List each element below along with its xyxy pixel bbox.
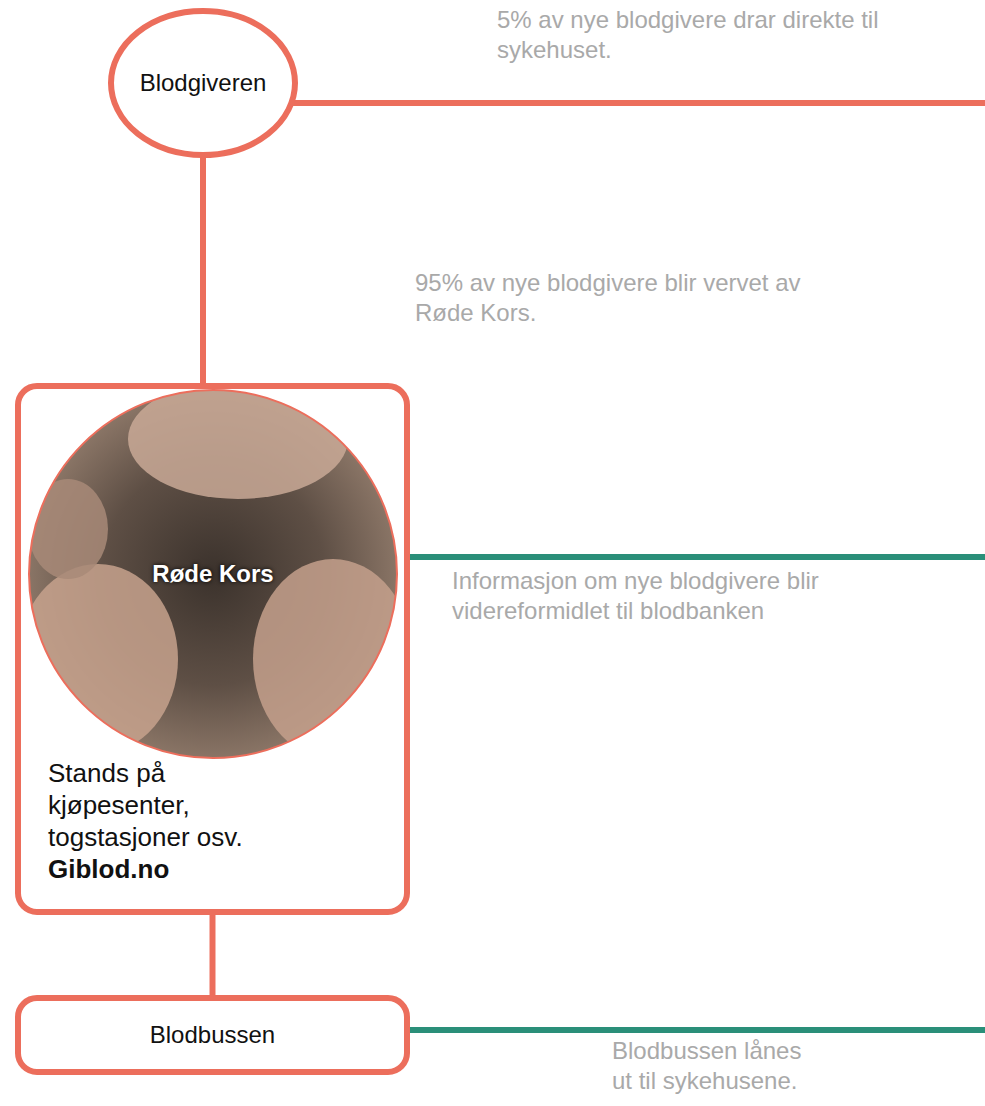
connector-line <box>200 155 206 386</box>
loan-line <box>405 1027 985 1033</box>
node-label: Blodgiveren <box>140 69 267 97</box>
organisation-box: Stands på kjøpesenter, togstasjoner osv.… <box>15 383 410 915</box>
circle-outline <box>29 390 397 758</box>
ellipse-outline <box>111 11 295 155</box>
face-shape <box>253 559 413 759</box>
node-label: Blodbussen <box>150 1021 275 1049</box>
info-line <box>405 554 985 560</box>
photo-title: Røde Kors <box>152 560 273 588</box>
direct-line <box>290 100 985 106</box>
donor-ellipse: Blodgiveren <box>108 8 298 158</box>
face-shape <box>18 564 178 754</box>
note-text: 5% av nye blodgivere drar direkte til sy… <box>497 5 917 65</box>
note-text: Informasjon om nye blodgivere blir vider… <box>452 566 892 626</box>
bus-box: Blodbussen <box>15 995 410 1075</box>
link-text: Giblod.no <box>48 853 308 885</box>
photo-circle: Røde Kors <box>28 389 398 759</box>
connector-line <box>210 912 216 998</box>
note-text: Blodbussen lånes ut til sykehusene. <box>612 1036 824 1096</box>
face-shape <box>28 479 108 579</box>
photo-content <box>18 379 413 759</box>
body-text: Stands på kjøpesenter, togstasjoner osv. <box>48 757 308 853</box>
note-text: 95% av nye blodgivere blir vervet av Rød… <box>415 268 835 328</box>
text-block: Stands på kjøpesenter, togstasjoner osv.… <box>48 757 308 885</box>
